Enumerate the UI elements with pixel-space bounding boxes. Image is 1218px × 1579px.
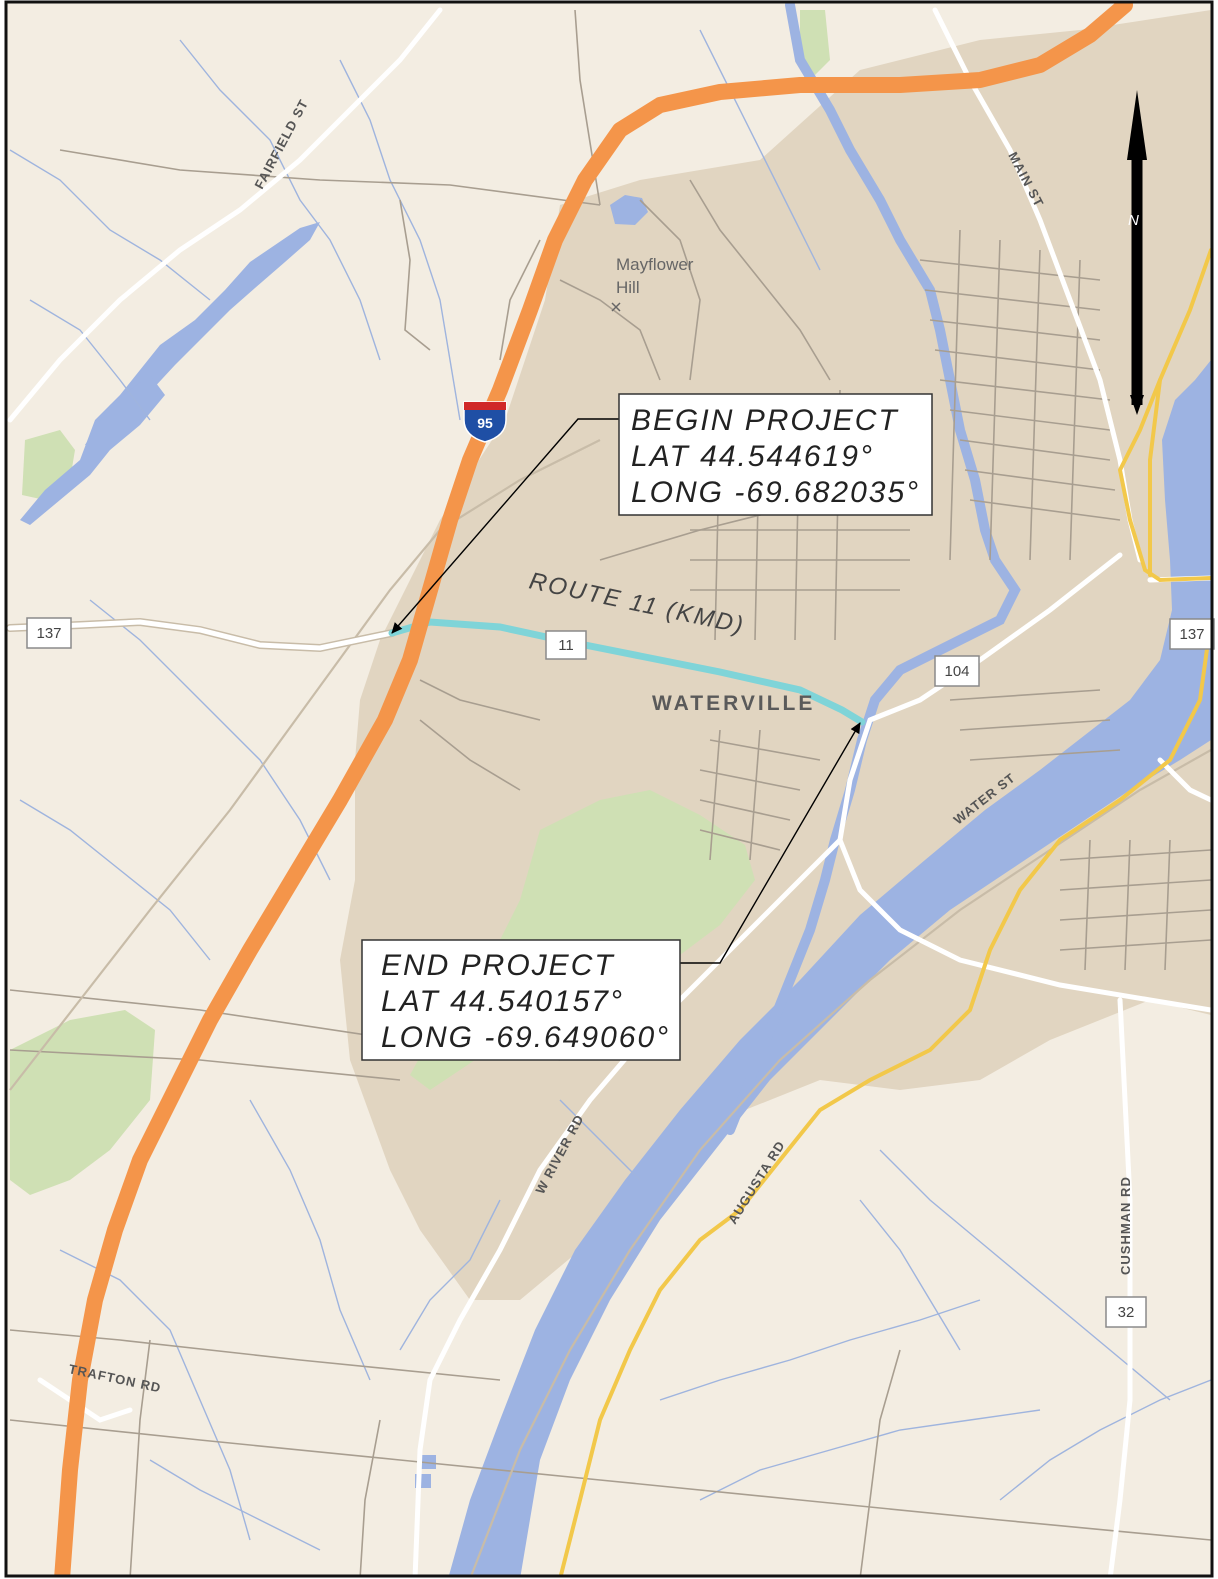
reservoir <box>85 375 165 450</box>
map-frame <box>4 0 1214 1578</box>
pond <box>610 195 648 225</box>
route-104-shield: 104 <box>934 655 980 687</box>
route-137-shield-west-number: 137 <box>36 625 61 642</box>
route-137-road <box>7 619 395 651</box>
end-project-title: END PROJECT <box>381 949 615 982</box>
place-label-mayflower-hill: Mayflower <box>616 255 694 274</box>
interstate-95-shield-number: 95 <box>477 415 493 431</box>
summit-marker-icon <box>611 302 621 312</box>
begin-project-leader <box>391 418 619 634</box>
railroad <box>9 439 601 1091</box>
end-project-lat: LAT 44.540157° <box>381 985 624 1018</box>
messalonskee-stream <box>725 3 1021 1135</box>
park-area <box>800 10 830 75</box>
place-label-mayflower-hill: Hill <box>616 278 640 297</box>
route-137-shield-east: 137 <box>1169 618 1215 650</box>
kennebec-river <box>449 360 1211 1575</box>
north-arrow-label: N <box>1128 212 1139 229</box>
begin-project-lat: LAT 44.544619° <box>631 440 874 473</box>
end-project-leader <box>680 722 861 964</box>
reservoir <box>20 222 320 525</box>
road-label-cushman-rd: CUSHMAN RD <box>1118 1176 1133 1275</box>
north-arrow-icon: N <box>1127 90 1147 415</box>
project-corridor <box>388 618 866 726</box>
route-104-shield-number: 104 <box>944 663 969 680</box>
route-32-shield: 32 <box>1105 1296 1147 1328</box>
route-11-shield: 11 <box>545 630 587 660</box>
route-137-shield-east-number: 137 <box>1179 626 1204 643</box>
begin-project-callout: BEGIN PROJECT LAT 44.544619° LONG -69.68… <box>391 393 933 634</box>
railroad <box>470 749 1211 1575</box>
route-32-shield-number: 32 <box>1118 1304 1135 1321</box>
end-project-long: LONG -69.649060° <box>381 1021 670 1054</box>
begin-project-long: LONG -69.682035° <box>631 476 920 509</box>
end-project-callout: END PROJECT LAT 44.540157° LONG -69.6490… <box>361 722 861 1061</box>
interstate-95-shield: 95 <box>463 401 507 443</box>
route-137-shield-west: 137 <box>26 617 72 649</box>
begin-project-title: BEGIN PROJECT <box>631 404 899 437</box>
city-label-waterville: WATERVILLE <box>652 692 815 715</box>
interstate-95-road <box>54 3 1133 1575</box>
state-routes <box>558 248 1211 1575</box>
route-11-shield-number: 11 <box>558 637 574 654</box>
streams <box>9 29 1211 1551</box>
